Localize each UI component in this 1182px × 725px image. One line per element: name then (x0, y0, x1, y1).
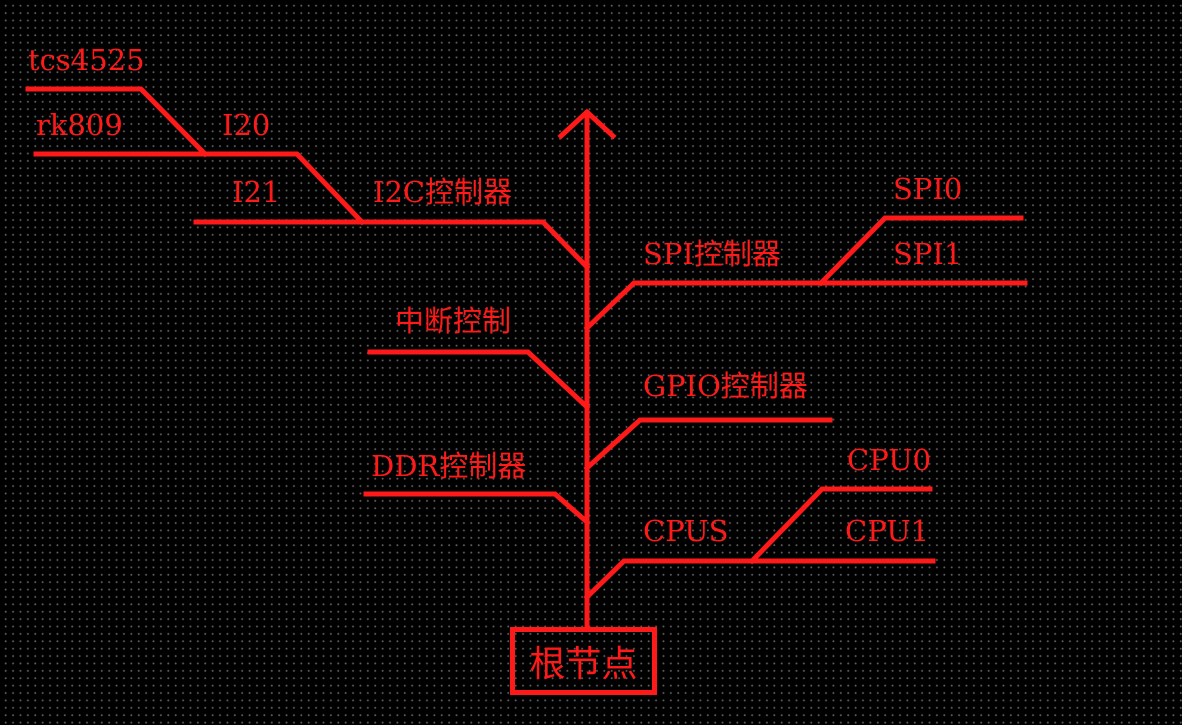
node-cpus: CPUS (643, 514, 729, 548)
node-ddr-controller: DDR控制器 (371, 449, 527, 483)
edge-root-spi-controller (583, 280, 1028, 332)
edge-root-ddr-controller (363, 491, 591, 526)
node-interrupt-controller: 中断控制 (395, 304, 512, 338)
edge-root-interrupt-controller (367, 349, 591, 411)
node-tcs4525: tcs4525 (28, 43, 145, 77)
node-i2c1: I21 (232, 175, 281, 209)
node-spi1: SPI1 (893, 237, 963, 271)
edge-i21-i20 (33, 151, 366, 226)
edge-root-i2c-controller (193, 219, 591, 271)
node-gpio-controller: GPIO控制器 (643, 369, 808, 403)
node-spi0: SPI0 (893, 172, 963, 206)
edge-root-cpus (583, 558, 936, 601)
node-cpu0: CPU0 (847, 443, 932, 477)
node-spi-controller: SPI控制器 (643, 237, 781, 271)
node-rk809: rk809 (36, 108, 123, 142)
edge-cpus-cpu0 (748, 486, 933, 565)
edge-spi-controller-spi0 (817, 215, 1024, 287)
node-i2c-controller: I2C控制器 (373, 175, 513, 209)
node-i2c0: I20 (222, 108, 271, 142)
trunk-arrowhead (557, 108, 617, 140)
root-node-box: 根节点 (510, 627, 657, 695)
node-cpu1: CPU1 (845, 514, 930, 548)
edge-root-gpio-controller (583, 417, 833, 472)
root-node-label: 根节点 (529, 644, 638, 685)
edge-rk809-tcs4525 (25, 86, 209, 158)
